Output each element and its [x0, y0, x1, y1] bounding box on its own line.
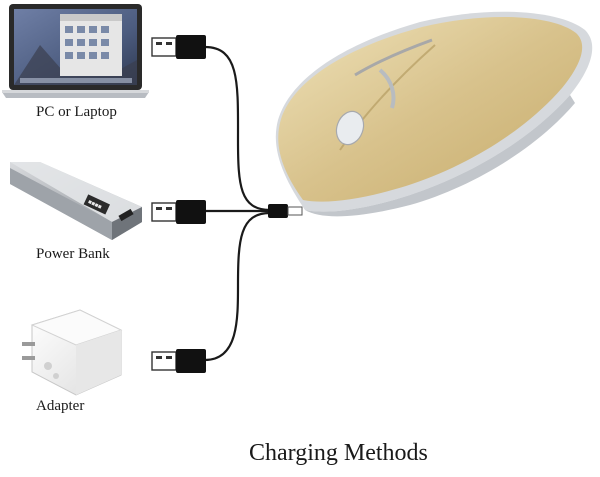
- power-bank-label: Power Bank: [36, 246, 110, 262]
- diagram-title: Charging Methods: [249, 440, 428, 466]
- laptop-label: PC or Laptop: [36, 104, 117, 120]
- svg-text:■■■■: ■■■■: [87, 199, 103, 211]
- micro-usb-connector: [268, 204, 303, 218]
- adapter-label: Adapter: [36, 398, 85, 414]
- usb-connector-top: [151, 35, 206, 59]
- usb-connector-bottom: [151, 349, 206, 373]
- wireless-mouse-icon: [275, 11, 593, 217]
- adapter-icon: [22, 309, 123, 396]
- laptop-icon: [2, 4, 149, 98]
- usb-cable: [203, 45, 302, 362]
- usb-connector-middle: [151, 200, 206, 224]
- power-bank-icon: ■■■■: [10, 162, 142, 240]
